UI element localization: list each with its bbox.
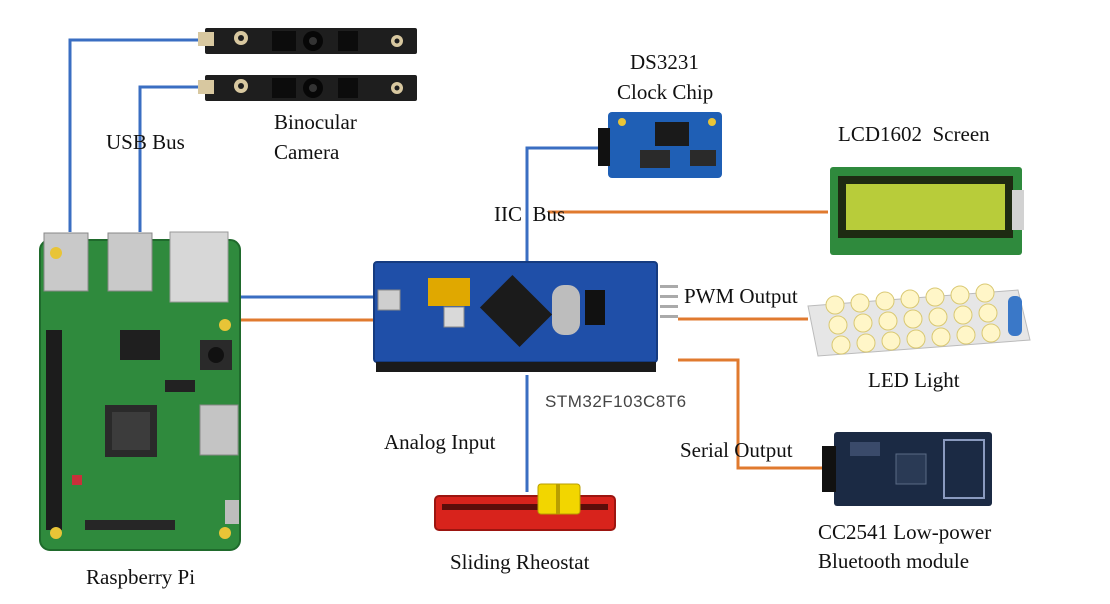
lcd1602-module bbox=[830, 167, 1024, 255]
pwm-output-label: PWM Output bbox=[684, 284, 798, 308]
usb-bus-label: USB Bus bbox=[106, 130, 185, 154]
camera-module-1 bbox=[198, 28, 417, 54]
raspberry-pi-label: Raspberry Pi bbox=[86, 565, 195, 589]
bluetooth-label-line2: Bluetooth module bbox=[818, 549, 969, 573]
camera-label-line1: Binocular bbox=[274, 110, 357, 134]
camera-module-2 bbox=[198, 75, 417, 101]
iic-bus-label: IIC Bus bbox=[494, 202, 565, 226]
stm32-board bbox=[374, 262, 678, 372]
led-light-label: LED Light bbox=[868, 368, 960, 392]
serial-output-label: Serial Output bbox=[680, 438, 793, 462]
camera-label-line2: Camera bbox=[274, 140, 339, 164]
cc2541-bluetooth-module bbox=[822, 432, 992, 506]
bluetooth-label-line1: CC2541 Low-power bbox=[818, 520, 991, 544]
rheostat-label: Sliding Rheostat bbox=[450, 550, 589, 574]
led-light-matrix bbox=[808, 284, 1030, 356]
lcd-screen-label: LCD1602 Screen bbox=[838, 122, 990, 146]
clock-chip-label-line1: DS3231 bbox=[630, 50, 699, 74]
sliding-rheostat bbox=[435, 484, 615, 530]
ds3231-module bbox=[598, 112, 722, 178]
usb-bus-line-camera-2 bbox=[140, 87, 200, 232]
clock-chip-label-line2: Clock Chip bbox=[617, 80, 713, 104]
analog-input-label: Analog Input bbox=[384, 430, 495, 454]
raspberry-pi-board bbox=[40, 232, 240, 550]
mcu-name-label: STM32F103C8T6 bbox=[545, 392, 687, 412]
